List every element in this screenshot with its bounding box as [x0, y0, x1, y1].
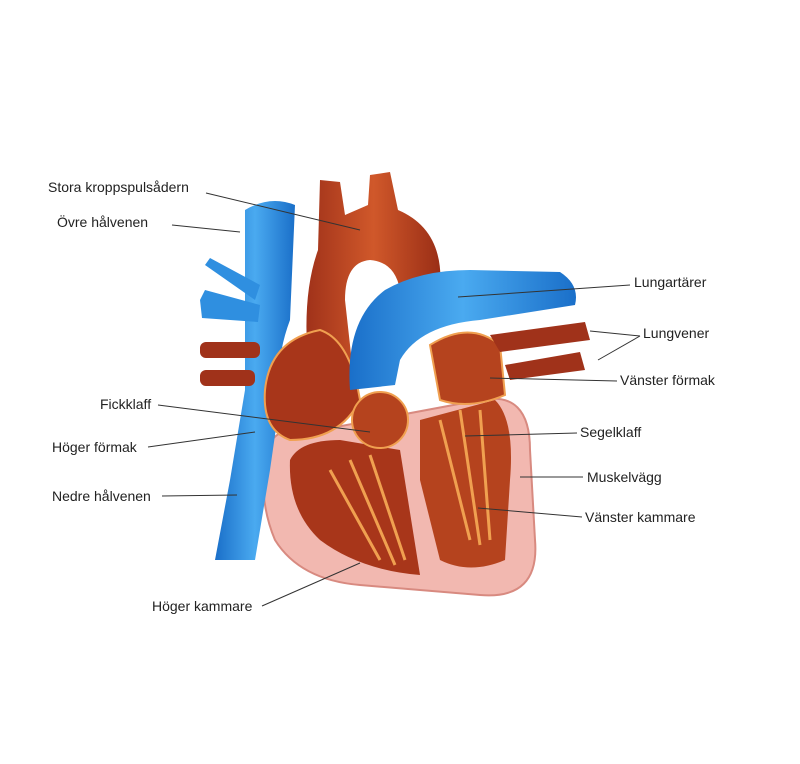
label-aorta: Stora kroppspulsådern: [48, 179, 189, 195]
label-pulmonary-arteries: Lungartärer: [634, 274, 707, 290]
label-mitral-valve: Segelklaff: [580, 424, 641, 440]
label-left-atrium: Vänster förmak: [620, 372, 716, 388]
label-pulmonary-valve: Fickklaff: [100, 396, 151, 412]
aorta-shape: [306, 172, 441, 390]
label-inferior-vena-cava: Nedre hålvenen: [52, 488, 151, 504]
vena-cava-shape: [215, 201, 295, 560]
label-muscle-wall: Muskelvägg: [587, 469, 662, 485]
right-ventricle-shape: [289, 440, 420, 575]
label-right-ventricle: Höger kammare: [152, 598, 253, 614]
label-right-atrium: Höger förmak: [52, 439, 138, 455]
pulmonary-artery-shape: [349, 270, 576, 390]
label-left-ventricle: Vänster kammare: [585, 509, 696, 525]
red-branches-left: [200, 342, 260, 386]
pulmonary-veins-shape: [490, 322, 590, 380]
leader-lines: [147, 192, 641, 607]
label-pulmonary-veins: Lungvener: [643, 325, 710, 341]
pulmonary-valve-shape: [351, 391, 409, 449]
left-atrium-shape: [428, 331, 507, 405]
chordae-tendineae: [328, 409, 492, 566]
branch-veins: [200, 258, 260, 322]
label-superior-vena-cava: Övre hålvenen: [57, 213, 148, 230]
